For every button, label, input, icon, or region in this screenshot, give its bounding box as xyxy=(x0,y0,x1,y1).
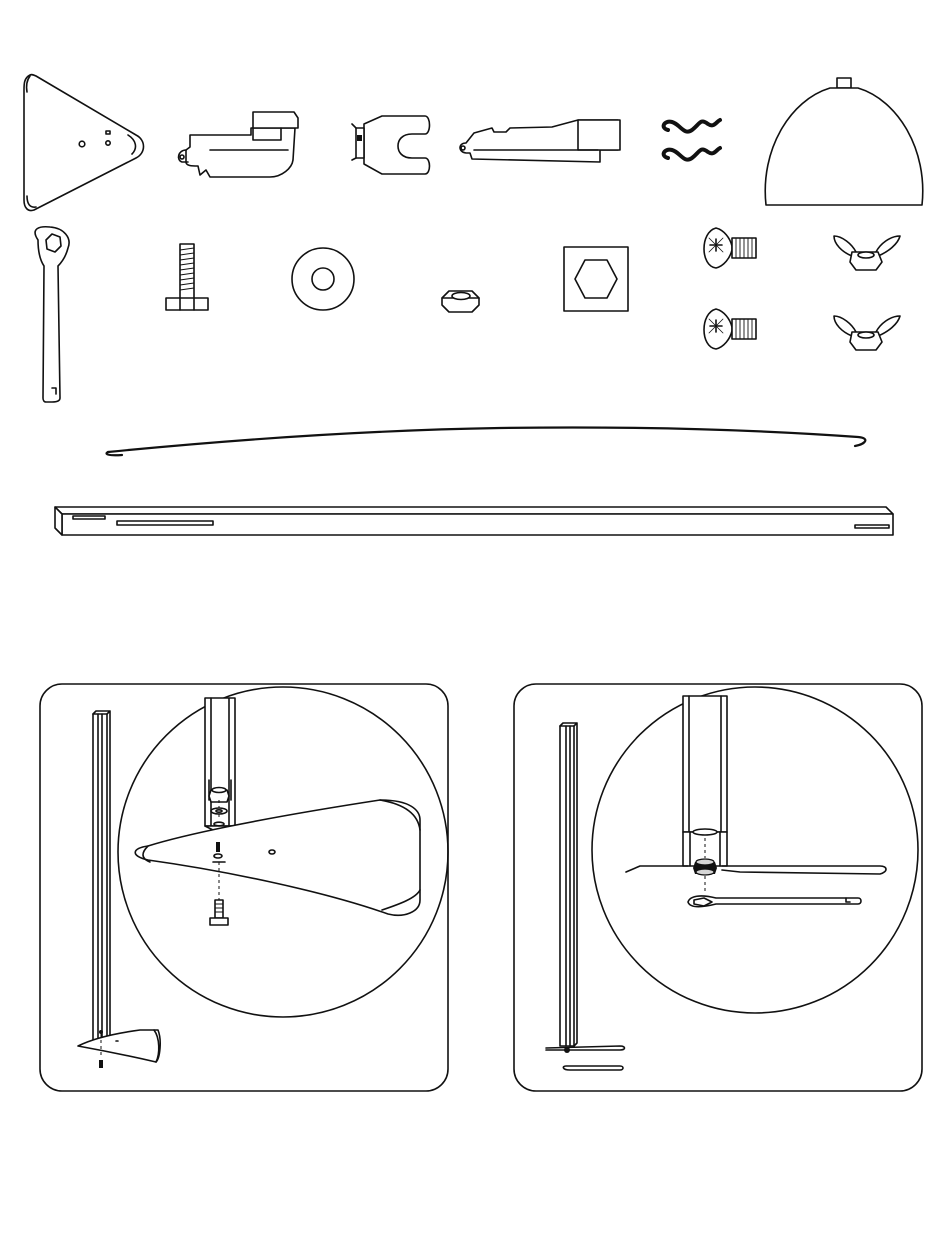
fork-clip xyxy=(352,116,430,174)
step-1-attach-base xyxy=(40,684,448,1091)
washer xyxy=(292,248,354,310)
wing-nut-bottom xyxy=(834,316,900,350)
step-2-detail-circle xyxy=(592,687,918,1013)
flat-head-screw-bottom xyxy=(704,309,756,349)
dome-shade xyxy=(765,78,923,205)
square-hex-nut xyxy=(564,247,628,311)
step-2-overview xyxy=(546,723,625,1070)
flat-head-screw-top xyxy=(704,228,756,268)
wing-nuts xyxy=(834,236,900,350)
right-bracket xyxy=(460,120,620,162)
wing-nut-top xyxy=(834,236,900,270)
step-1-detail-circle xyxy=(118,687,448,1017)
hex-nut xyxy=(442,291,479,312)
spring-clips xyxy=(664,120,720,160)
curved-wire xyxy=(107,427,866,455)
triangular-base-plate xyxy=(24,75,144,211)
step-1-overview xyxy=(78,711,160,1068)
hex-bolt xyxy=(166,244,208,310)
flat-head-screws xyxy=(704,228,756,349)
step-2-tighten-nut xyxy=(514,684,922,1091)
long-square-tube xyxy=(55,507,893,535)
hex-wrench xyxy=(35,227,69,402)
left-bracket xyxy=(179,112,298,177)
